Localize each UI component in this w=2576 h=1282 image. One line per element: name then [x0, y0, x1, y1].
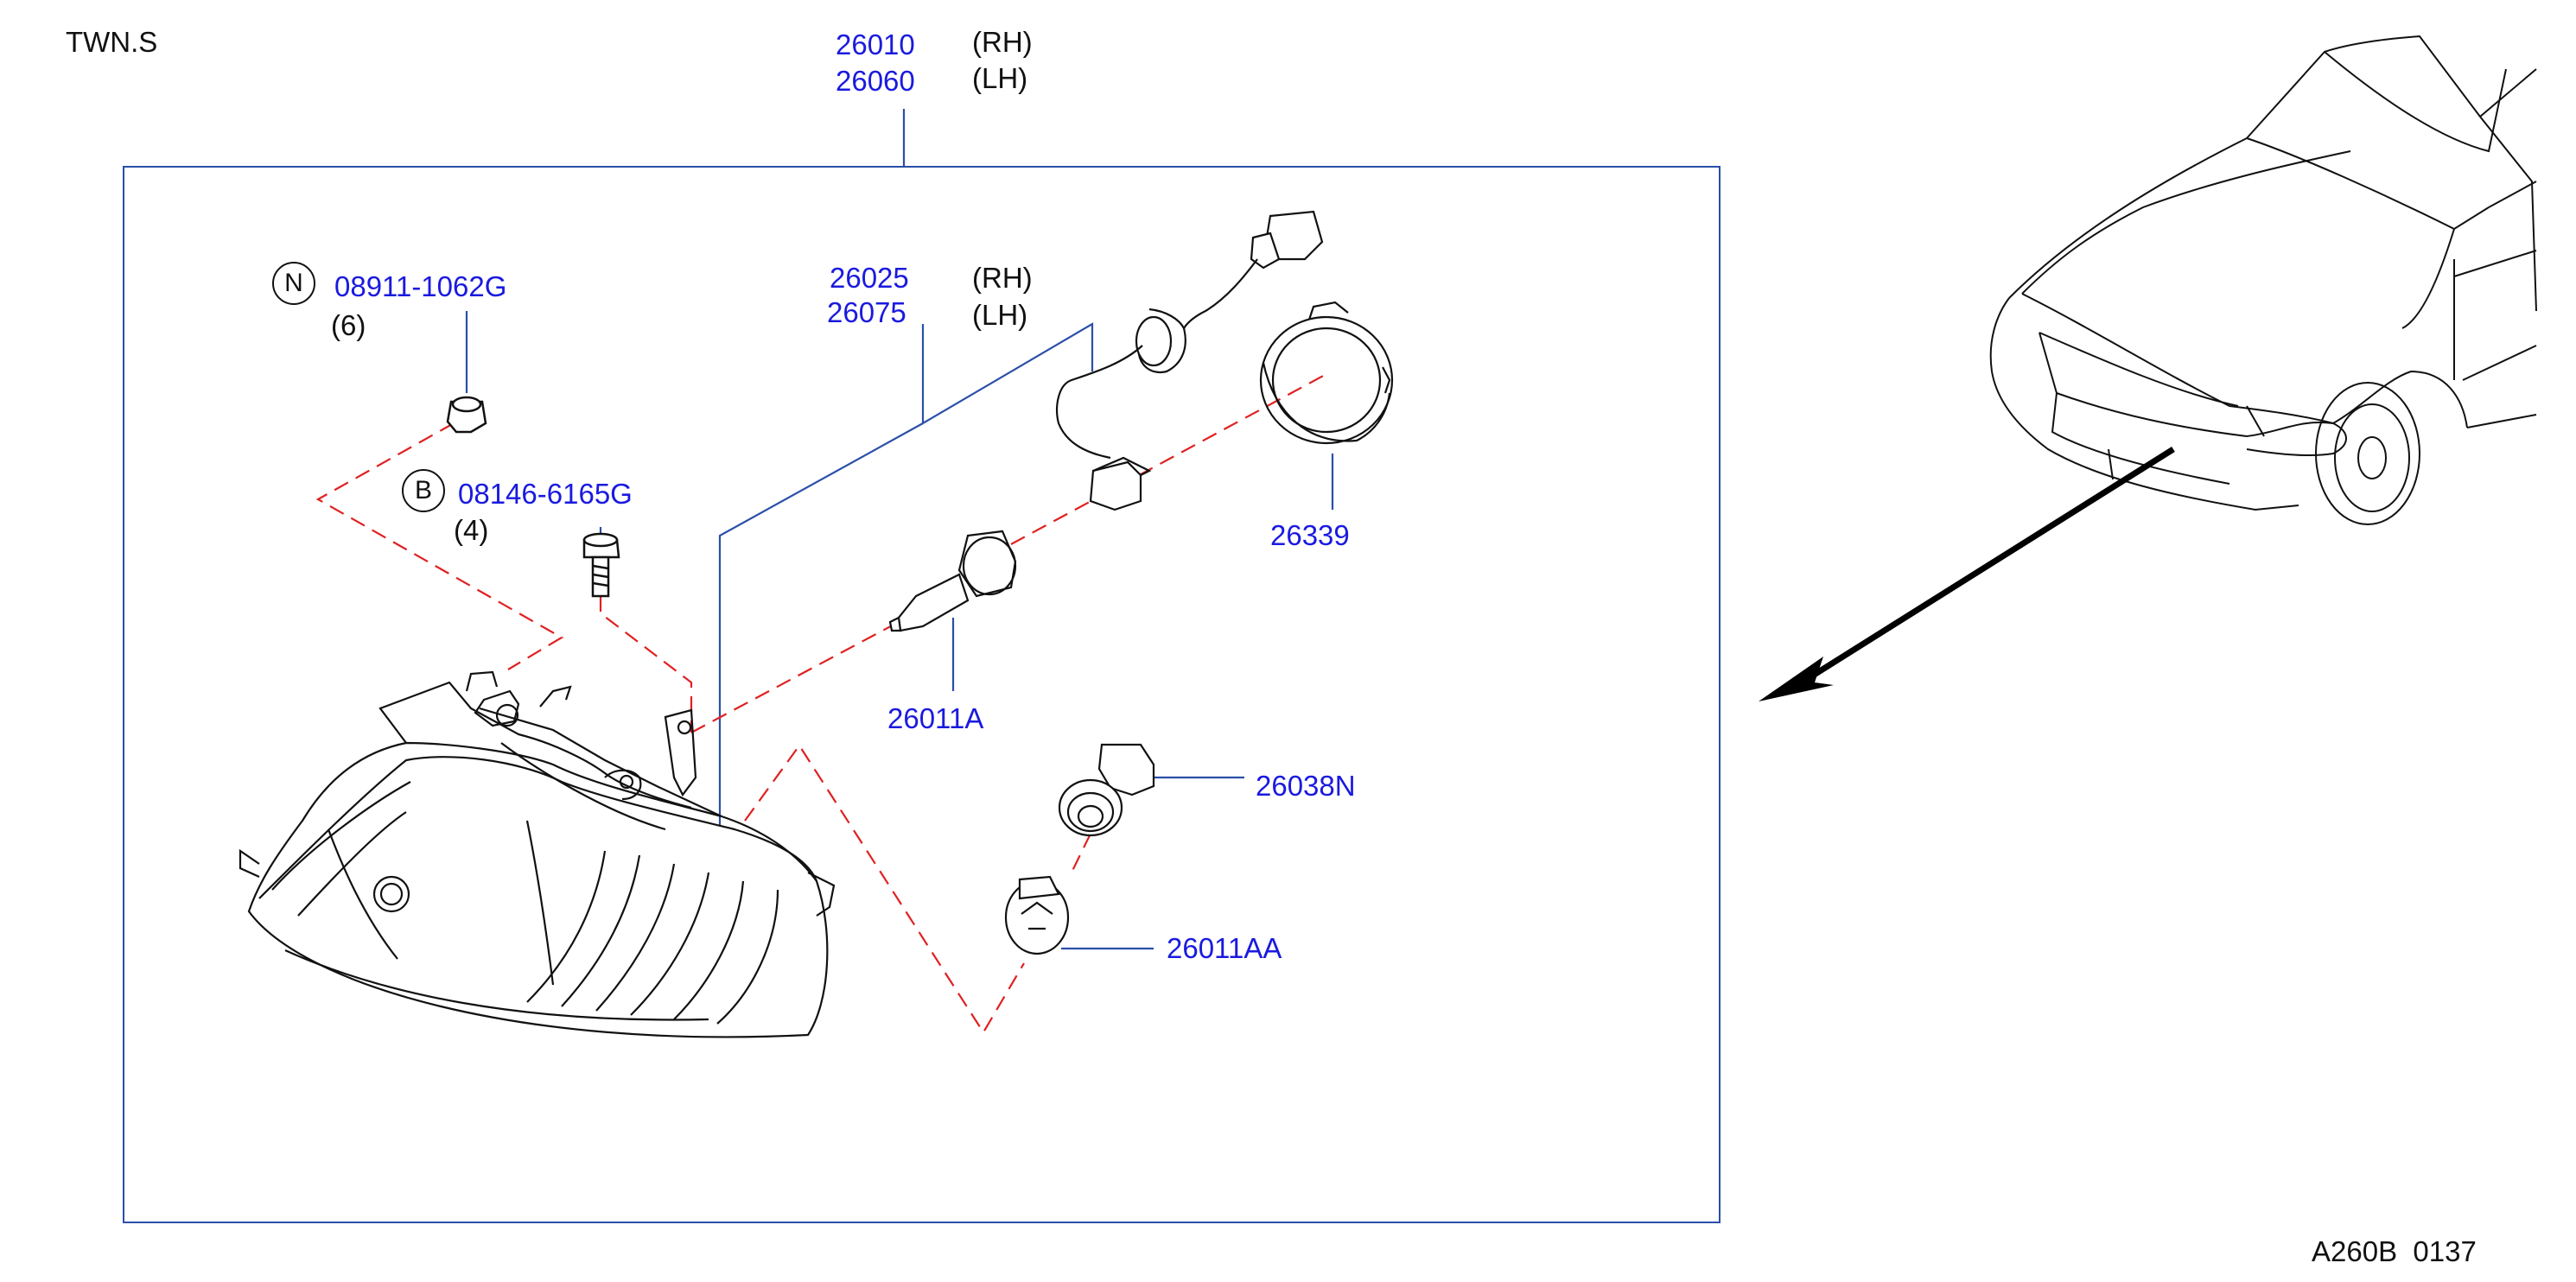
leader-harness-down: [718, 422, 924, 825]
vehicle-drawing: [1989, 35, 2537, 525]
nut-symbol: N: [272, 262, 315, 305]
dash-bulb: [690, 621, 900, 733]
side-label-rh-harness: (RH): [972, 262, 1033, 294]
part-number-harness-rh[interactable]: 26025: [830, 262, 909, 294]
bulb-cap-drawing: [1259, 301, 1394, 445]
location-arrow: [1759, 447, 2175, 701]
part-number-headlamp-lh[interactable]: 26060: [836, 65, 915, 97]
side-socket-drawing: [1058, 743, 1155, 837]
figure-code: A260B 0137: [2312, 1235, 2477, 1267]
nut-drawing: [446, 396, 487, 434]
part-number-headlamp-bulb[interactable]: 26011A: [887, 702, 984, 734]
part-number-side-socket[interactable]: 26038N: [1256, 770, 1356, 802]
dash-nut: [315, 422, 564, 670]
part-number-headlamp-rh[interactable]: 26010: [836, 29, 915, 60]
assembly-frame: [123, 166, 1721, 1223]
dash-bulb-cap: [1010, 373, 1327, 545]
dash-side-bulb: [744, 744, 1025, 1035]
side-label-lh-headlamp: (LH): [972, 62, 1028, 94]
nut-quantity: (6): [331, 309, 366, 341]
part-number-bolt[interactable]: 08146-6165G: [458, 478, 633, 510]
side-label-rh-headlamp: (RH): [972, 26, 1033, 58]
dash-socket-bulb: [1071, 833, 1091, 873]
part-number-nut[interactable]: 08911-1062G: [334, 270, 507, 302]
side-label-lh-harness: (LH): [972, 299, 1028, 331]
model-code: TWN.S: [66, 26, 158, 58]
part-number-side-bulb[interactable]: 26011AA: [1167, 932, 1282, 964]
part-number-bulb-cap[interactable]: 26339: [1270, 519, 1350, 551]
bolt-drawing: [582, 532, 620, 598]
leader-lines: [465, 109, 1334, 950]
assembly-dashed-lines: [315, 373, 1327, 1035]
side-bulb-drawing: [1004, 875, 1070, 955]
part-number-harness-lh[interactable]: 26075: [827, 296, 906, 328]
headlamp-assembly-drawing: [239, 670, 836, 1038]
bolt-quantity: (4): [454, 514, 489, 546]
bolt-symbol: B: [402, 469, 445, 512]
leader-harness: [921, 322, 1094, 425]
harness-drawing: [1056, 210, 1324, 511]
dash-bolt: [599, 596, 693, 733]
headlamp-bulb-drawing: [888, 530, 1017, 632]
